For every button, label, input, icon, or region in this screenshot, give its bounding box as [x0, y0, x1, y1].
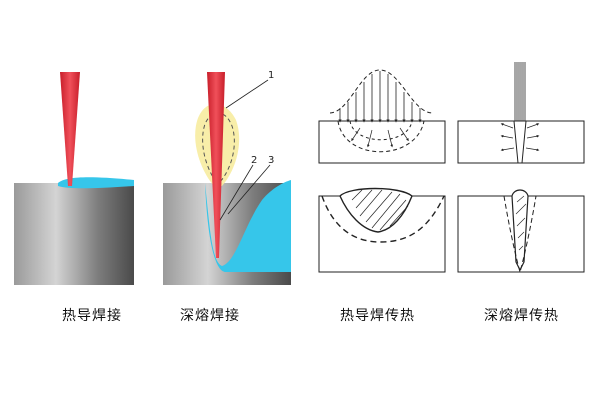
callout-number-2: 2: [251, 155, 257, 166]
heat-affected-zone: [321, 195, 445, 243]
caption-keyhole-heat-transfer: 深熔焊传热: [484, 308, 559, 324]
keyhole-channel: [513, 120, 527, 164]
heat-isotherm: [337, 120, 425, 153]
weld-hatching: [351, 189, 409, 231]
conduction-welding-panel: [14, 72, 134, 285]
caption-conduction-welding: 热导焊接: [62, 308, 122, 324]
workpiece-section-top: [457, 120, 585, 164]
heat-isotherm: [349, 120, 413, 141]
keyhole-heat-transfer-panel: [457, 62, 585, 274]
molten-pool-shallow: [58, 177, 134, 189]
laser-beam-lines: [514, 62, 526, 121]
keyhole-welding-panel: 1 2 3: [163, 70, 291, 285]
workpiece-block: [14, 183, 134, 285]
callout-line: [227, 164, 271, 215]
lateral-heat-arrows: [500, 123, 540, 152]
heat-flux-distribution: [329, 69, 433, 114]
callout-line: [225, 79, 269, 109]
conduction-heat-transfer-panel: [318, 69, 446, 273]
laser-beam: [207, 72, 225, 258]
heat-affected-zone: [503, 195, 537, 274]
caption-conduction-heat-transfer: 热导焊传热: [340, 308, 415, 324]
callout-number-3: 3: [268, 155, 274, 166]
callout-line: [219, 164, 254, 221]
caption-keyhole-welding: 深熔焊接: [180, 308, 240, 324]
heat-flux-arrows: [338, 71, 422, 123]
weld-bead-deep: [511, 189, 529, 272]
callout-number-1: 1: [268, 70, 274, 81]
laser-beam: [60, 72, 80, 186]
keyhole-hatching: [515, 195, 527, 251]
molten-pool-deep: [205, 180, 291, 272]
heat-flow-arrows: [351, 127, 409, 148]
workpiece-section-top: [318, 120, 446, 164]
